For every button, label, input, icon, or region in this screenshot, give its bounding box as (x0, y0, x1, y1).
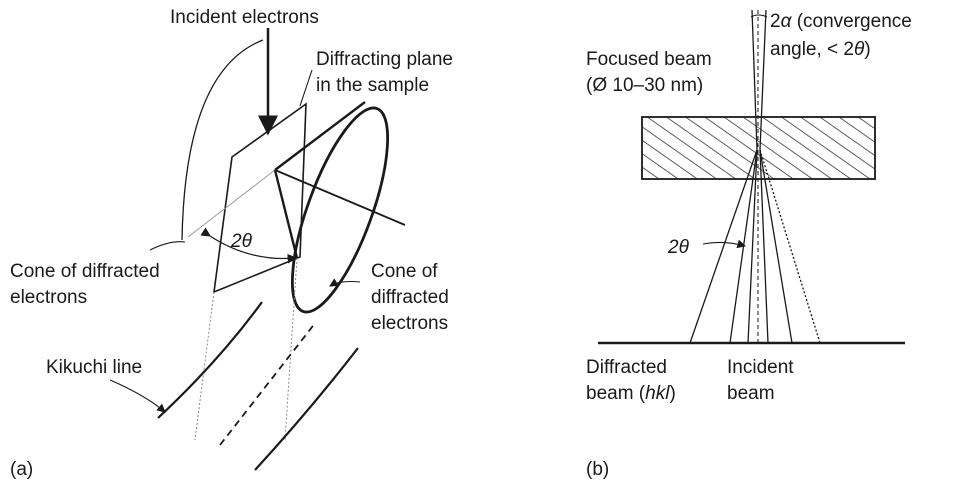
cone-axis (274, 169, 406, 226)
incident-electrons-label: Incident electrons (170, 7, 319, 28)
sample-slab (641, 116, 876, 180)
theta-symbol: θ (854, 39, 865, 60)
diffracted-beam-suffix: ) (669, 383, 676, 404)
focused-beam-label-2: (Ø 10–30 nm) (586, 75, 704, 96)
convergence-label-2: angle, < 2θ) (770, 38, 871, 62)
incident-beam-right (759, 149, 769, 344)
diffracted-beam-label-1: Diffracted (586, 357, 667, 378)
convergence-prefix: 2 (770, 11, 781, 32)
two-theta-b-arc (702, 239, 747, 249)
cone-left-label-1: Cone of diffracted (10, 261, 160, 282)
panel-a-label: (a) (10, 459, 34, 480)
cone-right-label-2: diffracted (371, 287, 449, 308)
two-theta-arc (200, 227, 298, 264)
kikuchi-line-label: Kikuchi line (46, 357, 143, 378)
projection-line-1 (194, 291, 215, 441)
cone-right-leader (329, 278, 361, 287)
convergence-suffix: (convergence (791, 11, 912, 32)
diffracted-beam-outer (689, 149, 758, 344)
angle-suffix: ) (864, 39, 871, 60)
incident-beam-left (747, 149, 758, 344)
mirror-beam-outer (759, 149, 821, 344)
incident-beam-label-2: beam (727, 383, 775, 404)
cone-line-upper (274, 101, 366, 171)
diffracted-beam-label-2: beam (hkl) (586, 382, 676, 406)
kikuchi-dashed (219, 321, 317, 446)
left-cone-arc (181, 39, 264, 241)
angle-prefix: angle, < 2 (770, 39, 854, 60)
diffracting-plane-label-1: Diffracting plane (316, 49, 453, 70)
incident-beam-label-1: Incident (727, 357, 794, 378)
incoming-right (759, 9, 767, 151)
alpha-symbol: α (780, 11, 792, 32)
diffracted-beam-prefix: beam ( (586, 383, 646, 404)
cone-right-label-3: electrons (371, 313, 449, 334)
mirror-beam-inner (759, 149, 793, 344)
convergence-label-1: 2α (convergence (770, 10, 912, 34)
panel-b-label: (b) (586, 459, 610, 480)
right-cone-ellipse (290, 106, 390, 314)
cone-right-label-1: Cone of (371, 261, 438, 282)
diffracting-plane-label-2: in the sample (316, 75, 430, 96)
transmitted-ray (187, 169, 276, 238)
cone-left-label-2: electrons (10, 287, 88, 308)
hkl-symbol: hkl (645, 383, 670, 404)
alpha-arc (750, 14, 768, 18)
two-theta-a-label: 2θ (231, 231, 252, 252)
kikuchi-line-left (157, 301, 263, 419)
panel-b-drawing (598, 9, 905, 345)
cone-left-leader (149, 241, 186, 251)
panel-a-drawing (109, 28, 406, 471)
two-theta-b-label: 2θ (668, 237, 689, 258)
cone-line-lower (273, 169, 299, 259)
kikuchi-leader (109, 379, 166, 413)
focused-beam-label-1: Focused beam (586, 49, 712, 70)
incoming-left (751, 9, 758, 151)
plane-leader (299, 69, 313, 107)
kikuchi-line-right (254, 347, 359, 471)
